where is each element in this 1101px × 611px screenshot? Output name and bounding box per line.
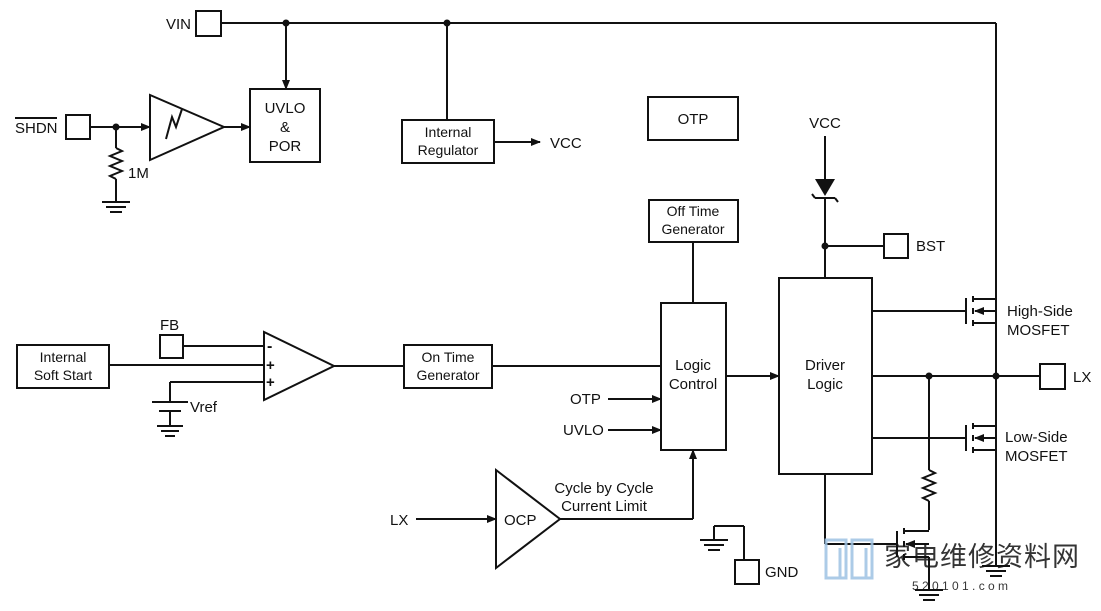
discharge-resistor [920,469,938,502]
uvlo-por-block: UVLO & POR [249,88,321,163]
bootstrap-circuit: VCC BST [809,115,945,278]
internal-regulator-line-1: Internal [425,124,472,140]
driver-logic-line-1: Driver [805,357,845,374]
discharge-mosfet-icon [896,528,929,560]
discharge-path [824,376,943,601]
ground-symbol-lowside [982,565,1010,577]
ocp-block: LX OCP Cycle by Cycle Current Limit [390,449,697,571]
hysteresis-icon [165,108,183,140]
high-side-mosfet-icon: High-Side MOSFET [965,296,1073,339]
vin-pin: VIN [166,10,222,37]
otp-block: OTP [647,96,739,141]
logic-control-block: Logic Control [660,302,727,451]
bst-label: BST [916,238,945,255]
otp-block-label: OTP [678,111,709,128]
cycle-limit-line-1: Cycle by Cycle [554,480,653,497]
lx-pin: LX [1039,363,1091,390]
uvlo-signal-label: UVLO [563,422,604,439]
fb-pin: FB [159,317,184,359]
otp-signal-label: OTP [570,391,601,408]
high-side-line-2: MOSFET [1007,322,1070,339]
logic-control-line-1: Logic [675,357,711,374]
vcc-input-label: VCC [809,115,841,132]
comparator-wiring [109,345,264,402]
vref-source: Vref [152,399,218,437]
off-time-generator-block: Off Time Generator [648,199,739,303]
high-side-line-1: High-Side [1007,303,1073,320]
logic-inputs: OTP UVLO [563,372,780,439]
ocp-label: OCP [504,512,537,529]
low-side-line-2: MOSFET [1005,448,1068,465]
fb-label: FB [160,317,179,334]
watermark: 家电维修资料网 5 2 0 1 0 1 . c o m [824,538,1080,593]
watermark-url: 5 2 0 1 0 1 . c o m [912,579,1008,593]
internal-regulator-line-2: Regulator [418,142,479,158]
watermark-logo-icon [824,538,874,580]
vcc-output-label: VCC [550,135,582,152]
soft-start-line-1: Internal [40,349,87,365]
on-time-line-1: On Time [422,349,475,365]
uvlo-por-line-2: & [280,119,290,136]
off-time-line-1: Off Time [667,203,720,219]
comp-plus-sign-2: + [266,374,275,391]
on-time-line-2: Generator [416,367,479,383]
logic-control-line-2: Control [669,376,717,393]
internal-soft-start-block: Internal Soft Start [16,344,110,389]
bootstrap-diode-icon [815,179,835,196]
shdn-pin: SHDN [15,114,91,140]
lx-input-label: LX [390,512,408,529]
comp-minus-sign: - [267,338,272,355]
on-time-generator-block: On Time Generator [403,344,661,389]
schmitt-trigger-buffer [149,93,251,162]
watermark-text: 家电维修资料网 [884,542,1080,572]
gnd-pin: GND [700,525,799,585]
vref-label: Vref [190,399,218,416]
lx-output-label: LX [1073,369,1091,386]
shdn-wiring: 1M [90,123,151,202]
gnd-label: GND [765,564,799,581]
ground-symbol-shdn [102,201,130,213]
low-side-mosfet-icon: Low-Side MOSFET [965,423,1068,465]
soft-start-line-2: Soft Start [34,367,92,383]
internal-regulator-block: Internal Regulator VCC [401,119,582,164]
vin-rail [221,19,997,566]
cycle-limit-line-2: Current Limit [561,498,648,515]
low-side-line-1: Low-Side [1005,429,1068,446]
driver-logic-block: Driver Logic [778,277,873,475]
fb-comparator: - + + [263,330,404,402]
uvlo-por-line-1: UVLO [265,100,306,117]
resistor-1m [107,147,125,180]
vin-label: VIN [166,16,191,33]
shdn-label: SHDN [15,120,58,137]
resistor-1m-label: 1M [128,165,149,182]
off-time-line-2: Generator [661,221,724,237]
driver-logic-line-2: Logic [807,376,843,393]
driver-outputs [872,310,1040,439]
uvlo-por-line-3: POR [269,138,302,155]
comp-plus-sign-1: + [266,357,275,374]
